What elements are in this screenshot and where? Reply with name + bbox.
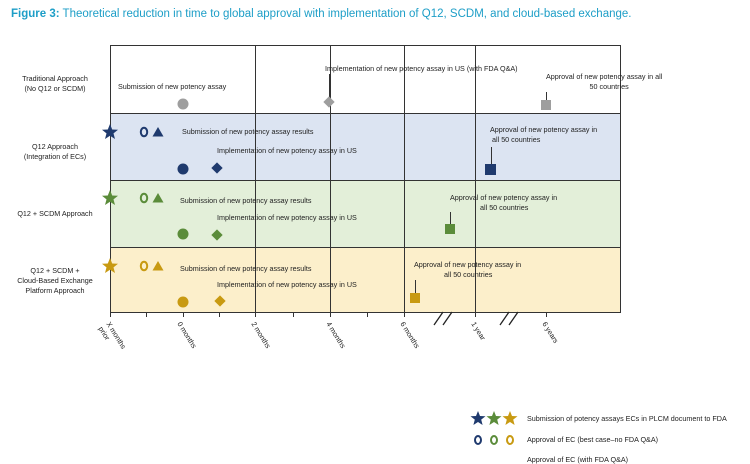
leader-q12-approval bbox=[491, 147, 492, 167]
figure-title: Figure 3: Theoretical reduction in time … bbox=[11, 8, 631, 20]
annotation-q12-approval: Approval of new potency assay in all 50 … bbox=[490, 125, 597, 144]
row-label-traditional: Traditional Approach (No Q12 or SCDM) bbox=[0, 74, 110, 94]
legend-ring-icon bbox=[474, 435, 514, 445]
row-label-line: Traditional Approach bbox=[22, 74, 88, 83]
annotation-q12-implementation: Implementation of new potency assay in U… bbox=[217, 146, 357, 155]
row-label-line: (Integration of ECs) bbox=[23, 152, 87, 161]
axis-tick bbox=[110, 313, 111, 317]
gridline-1-year bbox=[475, 45, 476, 313]
row-label-line: Cloud-Based Exchange bbox=[17, 276, 93, 285]
trad-implementation-diamond bbox=[323, 96, 335, 108]
figure-number: Figure 3: bbox=[11, 8, 60, 20]
axis-tick bbox=[546, 313, 547, 317]
cloud-implementation-diamond bbox=[214, 295, 226, 307]
band-traditional bbox=[110, 45, 621, 113]
row-divider-1 bbox=[110, 113, 621, 114]
row-label-line: Q12 + SCDM Approach bbox=[17, 209, 93, 218]
annotation-line: 50 countries bbox=[589, 81, 629, 91]
annotation-scdm-approval: Approval of new potency assay in all 50 … bbox=[450, 193, 557, 212]
cloud-submission-star-icon bbox=[102, 258, 118, 273]
annotation-scdm-implementation: Implementation of new potency assay in U… bbox=[217, 213, 357, 222]
figure-caption: Theoretical reduction in time to global … bbox=[59, 8, 632, 20]
cloud-approval-triangle-icon bbox=[152, 261, 164, 271]
annotation-q12-submission: Submission of new potency assay results bbox=[182, 127, 314, 136]
row-label-cloud: Q12 + SCDM + Cloud-Based Exchange Platfo… bbox=[0, 266, 110, 296]
gridline-2-months bbox=[255, 45, 256, 313]
annotation-line: Approval of new potency assay in bbox=[450, 193, 558, 202]
row-label-q12: Q12 Approach (Integration of ECs) bbox=[0, 142, 110, 162]
scdm-submission-star-icon bbox=[102, 190, 118, 205]
axis-break-mark bbox=[433, 311, 519, 326]
annotation-line: Approval of new potency assay in bbox=[490, 125, 598, 134]
leader-trad-implementation bbox=[329, 74, 330, 100]
annotation-line: Approval of new potency assay in bbox=[414, 260, 522, 269]
leader-cloud-approval bbox=[415, 280, 416, 295]
annotation-line: all 50 countries bbox=[444, 269, 493, 279]
leader-trad-approval bbox=[546, 92, 547, 102]
q12-submission-circle bbox=[177, 163, 189, 175]
row-label-line: Platform Approach bbox=[25, 286, 85, 295]
axis-tick bbox=[219, 313, 220, 317]
annotation-cloud-approval: Approval of new potency assay in all 50 … bbox=[414, 260, 521, 279]
legend-star-icon bbox=[470, 411, 518, 425]
annotation-line: all 50 countries bbox=[480, 202, 529, 212]
axis-tick bbox=[293, 313, 294, 317]
gridline-6-months bbox=[404, 45, 405, 313]
cloud-approval-square bbox=[410, 293, 420, 303]
legend-triangle-label: Approval of EC (with FDA Q&A) bbox=[527, 455, 629, 464]
band-q12 bbox=[110, 113, 621, 180]
band-cloud bbox=[110, 247, 621, 313]
annotation-line: Approval of new potency assay in all bbox=[546, 72, 663, 81]
q12-approval-square bbox=[485, 164, 496, 175]
gridline-4-months bbox=[330, 45, 331, 313]
row-label-scdm: Q12 + SCDM Approach bbox=[0, 209, 110, 219]
row-label-line: (No Q12 or SCDM) bbox=[24, 84, 86, 93]
q12-approval-ring-icon bbox=[139, 126, 149, 138]
axis-tick bbox=[367, 313, 368, 317]
axis-tick bbox=[330, 313, 331, 317]
q12-submission-star-icon bbox=[102, 124, 118, 139]
annotation-scdm-submission: Submission of new potency assay results bbox=[180, 196, 312, 205]
row-divider-3 bbox=[110, 247, 621, 248]
cloud-submission-circle bbox=[177, 296, 189, 308]
axis-tick bbox=[146, 313, 147, 317]
annotation-line: all 50 countries bbox=[492, 134, 541, 144]
q12-implementation-diamond bbox=[211, 162, 223, 174]
annotation-trad-submission: Submission of new potency assay bbox=[118, 82, 227, 91]
scdm-approval-triangle-icon bbox=[152, 193, 164, 203]
trad-approval-square bbox=[541, 100, 551, 110]
trad-submission-circle bbox=[177, 98, 189, 110]
scdm-approval-ring-icon bbox=[139, 192, 149, 204]
scdm-implementation-diamond bbox=[211, 229, 223, 241]
axis-tick bbox=[255, 313, 256, 317]
marker-layer bbox=[102, 96, 551, 445]
legend-star-label: Submission of potency assays ECs in PLCM… bbox=[527, 414, 727, 423]
annotation-cloud-submission: Submission of new potency assay results bbox=[180, 264, 312, 273]
cloud-approval-ring-icon bbox=[139, 260, 149, 272]
row-divider-2 bbox=[110, 180, 621, 181]
row-label-line: Q12 Approach bbox=[32, 142, 78, 151]
scdm-approval-square bbox=[445, 224, 455, 234]
timeline-frame bbox=[110, 45, 621, 313]
axis-tick bbox=[475, 313, 476, 317]
band-scdm bbox=[110, 180, 621, 247]
axis-tick bbox=[404, 313, 405, 317]
scdm-submission-circle bbox=[177, 228, 189, 240]
axis-tick bbox=[183, 313, 184, 317]
annotation-cloud-implementation: Implementation of new potency assay in U… bbox=[217, 280, 357, 289]
annotation-trad-implementation: Implementation of new potency assay in U… bbox=[325, 64, 518, 73]
q12-approval-triangle-icon bbox=[152, 127, 164, 137]
annotation-trad-approval: Approval of new potency assay in all 50 … bbox=[546, 72, 662, 91]
legend-ring-label: Approval of EC (best case–no FDA Q&A) bbox=[527, 435, 659, 444]
leader-scdm-approval bbox=[450, 212, 451, 227]
row-label-line: Q12 + SCDM + bbox=[30, 266, 80, 275]
